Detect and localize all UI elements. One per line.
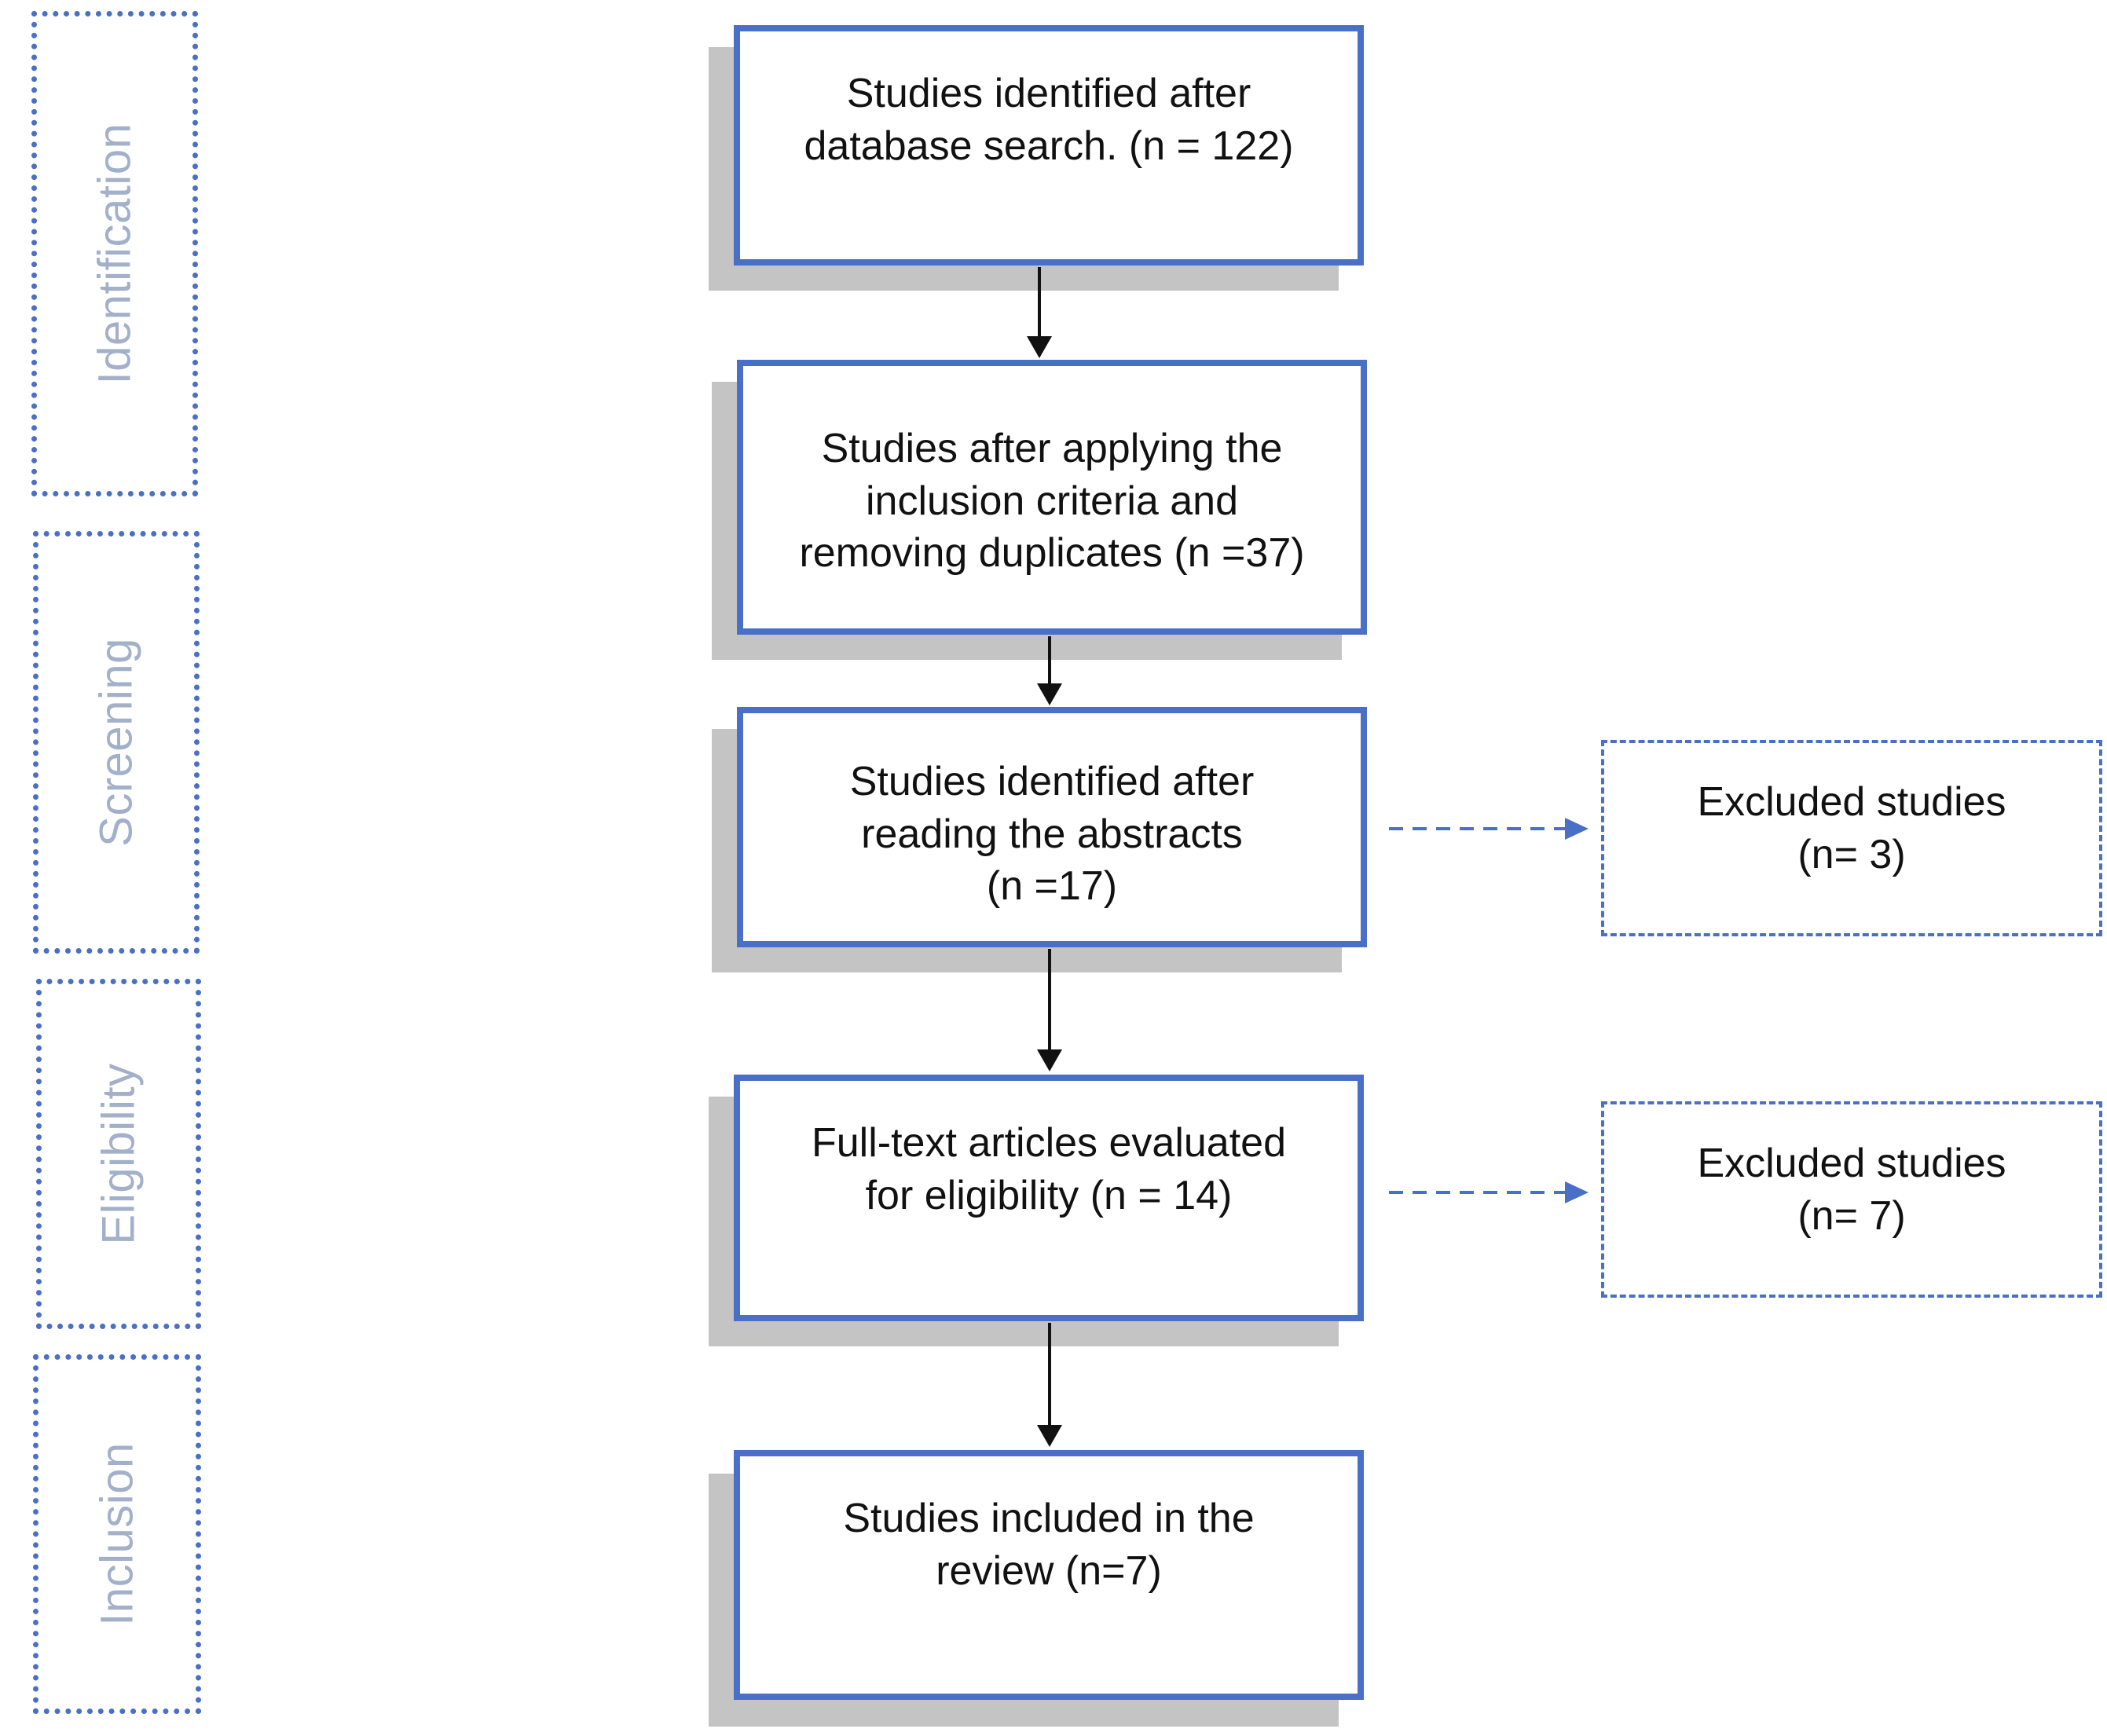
excluded-box-full-text: Excluded studies (n= 7)	[1601, 1101, 2102, 1298]
flow-box-text: Full-text articles evaluated for eligibi…	[811, 1120, 1287, 1218]
flow-box-text: Studies after applying the inclusion cri…	[799, 426, 1305, 577]
flow-box-after-abstracts: Studies identified after reading the abs…	[737, 707, 1367, 947]
excluded-box-abstracts: Excluded studies (n= 3)	[1601, 740, 2102, 936]
flow-box-text: Studies identified after database search…	[804, 71, 1294, 169]
arrow-identified-to-criteria	[1027, 267, 1052, 358]
dashed-arrow-to-excluded-full-text	[1389, 1181, 1588, 1203]
stage-screening: Screening	[33, 531, 200, 954]
stage-eligibility: Eligibility	[36, 979, 201, 1329]
excluded-box-text: Excluded studies (n= 3)	[1697, 779, 2006, 877]
arrow-abstracts-to-full-text	[1037, 949, 1062, 1071]
flow-box-full-text: Full-text articles evaluated for eligibi…	[734, 1075, 1364, 1321]
flow-box-text: Studies identified after reading the abs…	[849, 759, 1255, 910]
arrow-criteria-to-abstracts	[1037, 636, 1062, 705]
flow-box-identified: Studies identified after database search…	[734, 25, 1364, 266]
arrow-full-text-to-included	[1037, 1323, 1062, 1447]
dashed-arrow-to-excluded-abstracts	[1389, 818, 1588, 840]
flow-box-after-criteria: Studies after applying the inclusion cri…	[737, 360, 1367, 635]
excluded-box-text: Excluded studies (n= 7)	[1697, 1141, 2006, 1239]
flow-box-included: Studies included in the review (n=7)	[734, 1450, 1364, 1700]
stage-inclusion: Inclusion	[33, 1354, 201, 1714]
stage-identification: Identification	[31, 11, 198, 496]
flow-box-text: Studies included in the review (n=7)	[843, 1496, 1255, 1594]
